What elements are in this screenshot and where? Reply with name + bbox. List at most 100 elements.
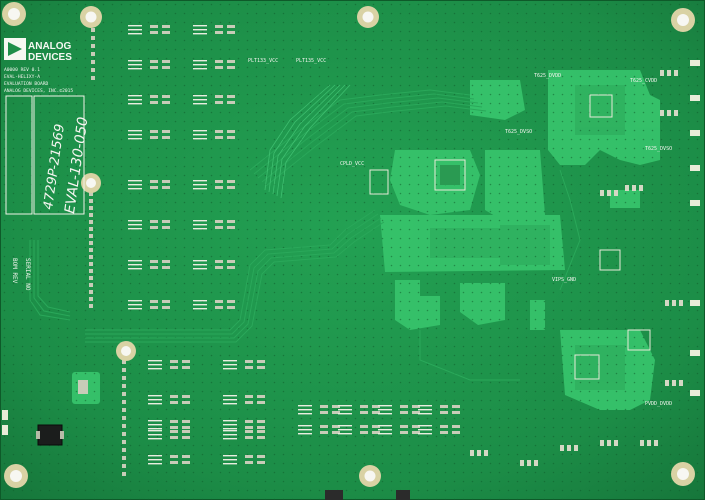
smd-pad [215,180,223,183]
silk-mark [128,68,142,70]
smd-pad [320,431,328,434]
smd-cluster [148,455,190,465]
silk-mark [148,428,162,430]
silk-mark [193,188,207,190]
silk-mark [193,68,207,70]
silk-mark [418,409,432,411]
smd-pad [320,411,328,414]
smd-pad [372,431,380,434]
right-component-clusters [470,70,683,466]
smd-pad [672,380,676,386]
smd-cluster [193,180,235,190]
smd-pad [215,186,223,189]
silk-mark [148,364,162,366]
net-label: VIPS_GND [552,277,576,283]
smd-cluster [148,395,190,405]
silk-mark [193,260,207,262]
smd-pad [150,220,158,223]
smd-cluster [128,220,170,230]
smd-pad [150,95,158,98]
smd-pad [400,425,408,428]
silk-mark [193,138,207,140]
silk-mark [148,459,162,461]
silk-mark [193,60,207,62]
silk-mark [128,308,142,310]
silk-mark [128,188,142,190]
smd-pad [227,186,235,189]
smd-cluster [193,60,235,70]
smd-pad [215,220,223,223]
smd-pad [227,260,235,263]
info-line: ANALOG DEVICES, INC.©2015 [4,88,73,94]
smd-pad [667,110,671,116]
silk-mark [193,130,207,132]
smd-pad [150,66,158,69]
silk-mark [193,184,207,186]
smd-pad [257,436,265,439]
smd-pad [162,266,170,269]
smd-pad [440,425,448,428]
smd-pad [672,300,676,306]
silk-mark [193,304,207,306]
silk-mark [298,405,312,407]
smd-pad [150,260,158,263]
smd-pad [257,395,265,398]
smd-pad [182,461,190,464]
trace-bundle [29,89,581,381]
smd-pad [527,460,531,466]
logo-line-2: DEVICES [28,52,72,63]
silk-mark [148,434,162,436]
smd-cluster [223,395,265,405]
smd-cluster [128,95,170,105]
edge-testpoints [2,60,700,435]
smd-pad [227,226,235,229]
smd-pad [170,436,178,439]
silk-mark [128,300,142,302]
smd-pad [257,461,265,464]
smd-pad [227,306,235,309]
smd-pad [150,130,158,133]
smd-pad [332,425,340,428]
smd-pad [257,401,265,404]
smd-pad [332,411,340,414]
smd-cluster [128,300,170,310]
smd-pad [162,31,170,34]
silk-mark [418,433,432,435]
pad-block [78,380,88,394]
smd-pad [679,300,683,306]
silk-mark [148,403,162,405]
smd-pad [170,366,178,369]
smd-pad [412,411,420,414]
smd-pad [639,185,643,191]
silk-mark [193,103,207,105]
silk-mark [128,264,142,266]
smd-pad [182,436,190,439]
silk-mark [128,304,142,306]
silk-mark [193,308,207,310]
silk-mark [193,220,207,222]
smd-pad [440,431,448,434]
smd-cluster [128,260,170,270]
smd-pad [332,431,340,434]
smd-pad [452,425,460,428]
smd-pad [227,220,235,223]
smd-pad [227,300,235,303]
smd-cluster [418,425,460,435]
smd-pad [412,425,420,428]
silk-mark [148,399,162,401]
smd-pad [215,31,223,34]
smd-pad [170,420,178,423]
smd-pad [227,95,235,98]
smd-pad [227,266,235,269]
smd-pad [162,260,170,263]
net-label: T625_CVDD [630,78,657,84]
silk-mark [193,180,207,182]
smd-pad [665,380,669,386]
silk-mark [223,459,237,461]
smd-pad [470,450,474,456]
serial-no-label: SERIAL NO [24,258,31,291]
smd-cluster [193,130,235,140]
smd-pad [674,70,678,76]
net-label: CPLD_VCC [340,161,364,167]
